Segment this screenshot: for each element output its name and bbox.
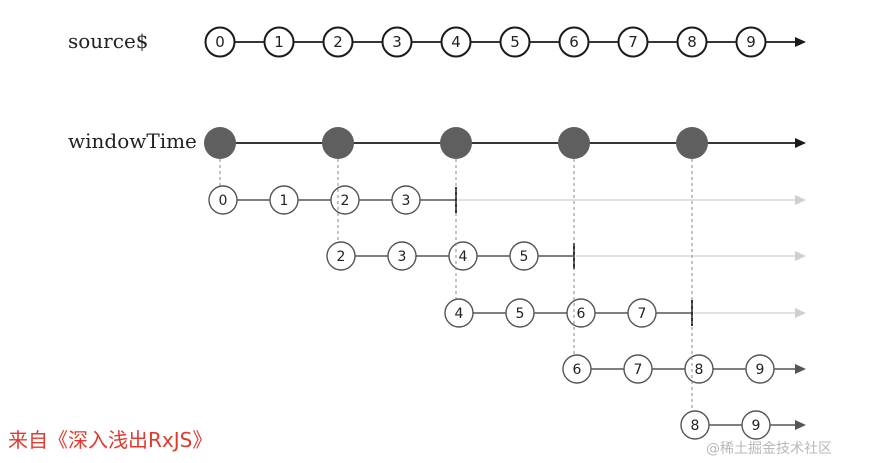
source-marble-0: [204, 26, 236, 58]
window-2-faded-arrow: [795, 251, 806, 261]
window-5-arrow: [795, 420, 806, 430]
window-5-marble-9-label: 9: [752, 418, 761, 434]
window-4-marble-9-label: 9: [756, 362, 765, 378]
source-marble-8: [676, 26, 708, 58]
window-3-marble-4: [444, 298, 474, 328]
window-2-marble-5: [509, 241, 539, 271]
source-marble-1: [263, 26, 295, 58]
source-marble-7-label: 7: [628, 33, 638, 51]
window-timeline-arrow: [795, 138, 806, 148]
window-open-dot-2: [322, 127, 354, 159]
window-2-marble-5-label: 5: [520, 249, 529, 265]
window-4-marble-7-label: 7: [634, 362, 643, 378]
source-marble-5-label: 5: [510, 33, 520, 51]
source-marble-6: [558, 26, 590, 58]
window-2-marble-2: [326, 241, 356, 271]
window-4-marble-6-label: 6: [573, 362, 582, 378]
window-1-marble-2-label: 2: [341, 193, 350, 209]
window-1-marble-0: [208, 185, 238, 215]
source-marble-8-label: 8: [687, 33, 697, 51]
window-4-marble-6: [562, 354, 592, 384]
window-open-dot-3: [440, 127, 472, 159]
window-2-marble-3: [387, 241, 417, 271]
window-4-marble-9: [745, 354, 775, 384]
window-4-marble-8-label: 8: [695, 362, 704, 378]
window-3-marble-7: [627, 298, 657, 328]
window-3-marble-5-label: 5: [516, 306, 525, 322]
caption: 来自《深入浅出RxJS》: [8, 428, 213, 452]
window-1-faded-arrow: [795, 195, 806, 205]
source-timeline-arrow: [795, 37, 806, 47]
window-open-dot-1: [204, 127, 236, 159]
watermark: @稀土掘金技术社区: [706, 441, 832, 457]
source-marble-9: [735, 26, 767, 58]
source-marble-6-label: 6: [569, 33, 579, 51]
window-open-dot-4: [558, 127, 590, 159]
window-1-marble-0-label: 0: [219, 193, 228, 209]
window-4-arrow: [795, 364, 806, 374]
window-time-label: windowTime: [68, 129, 197, 153]
source-marble-9-label: 9: [746, 33, 756, 51]
source-marble-7: [617, 26, 649, 58]
window-open-dot-5: [676, 127, 708, 159]
window-3-marble-4-label: 4: [455, 306, 464, 322]
window-3-marble-6-label: 6: [577, 306, 586, 322]
source-marble-2-label: 2: [333, 33, 343, 51]
source-marble-4: [440, 26, 472, 58]
window-5-marble-8-label: 8: [691, 418, 700, 434]
window-3-marble-5: [505, 298, 535, 328]
window-3-marble-7-label: 7: [638, 306, 647, 322]
window-2-marble-3-label: 3: [398, 249, 407, 265]
source-marble-2: [322, 26, 354, 58]
source-marble-3: [381, 26, 413, 58]
source-label: source$: [68, 29, 149, 53]
source-marble-5: [499, 26, 531, 58]
window-5-marble-8: [680, 410, 710, 440]
window-5-marble-9: [741, 410, 771, 440]
window-1-marble-1-label: 1: [280, 193, 289, 209]
source-marble-3-label: 3: [392, 33, 402, 51]
source-marble-4-label: 4: [451, 33, 461, 51]
window-1-marble-3-label: 3: [402, 193, 411, 209]
window-1-marble-3: [391, 185, 421, 215]
source-marble-1-label: 1: [274, 33, 284, 51]
window-4-marble-7: [623, 354, 653, 384]
source-marble-0-label: 0: [215, 33, 225, 51]
window-2-marble-2-label: 2: [337, 249, 346, 265]
window-3-faded-arrow: [795, 308, 806, 318]
window-1-marble-1: [269, 185, 299, 215]
window-2-marble-4-label: 4: [459, 249, 468, 265]
